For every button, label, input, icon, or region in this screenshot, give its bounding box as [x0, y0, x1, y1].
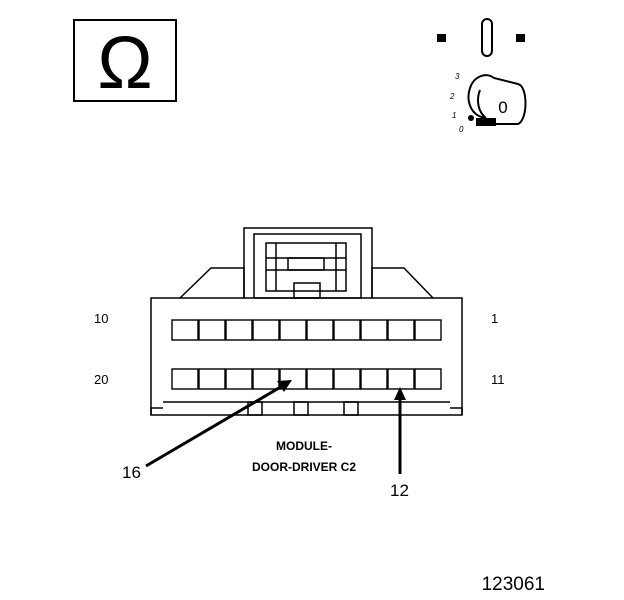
ohm-icon: Ω [97, 21, 152, 104]
connector-body [150, 227, 463, 416]
cavity-bottom-3 [225, 368, 253, 390]
cavity-bottom-6 [306, 368, 334, 390]
cavity-row-top [171, 319, 442, 341]
callout-label-12: 12 [390, 481, 409, 500]
cavity-top-8 [360, 319, 388, 341]
connector-title-line2: DOOR-DRIVER C2 [252, 460, 356, 474]
cavity-bottom-7 [333, 368, 361, 390]
ignition-position-2: 2 [449, 92, 455, 101]
cavity-bottom-9 [387, 368, 415, 390]
ignition-position-0: 0 [459, 125, 464, 134]
cavity-bottom-5 [279, 368, 307, 390]
pin-label-11: 11 [491, 372, 505, 387]
cavity-row-bottom [171, 368, 442, 390]
cavity-top-5 [279, 319, 307, 341]
cavity-bottom-4 [252, 368, 280, 390]
callout-arrow-16 [145, 380, 292, 468]
figure-id: 123061 [482, 574, 545, 595]
ohmmeter-symbol: Ω [73, 19, 177, 104]
key-position-label: 0 [498, 98, 507, 117]
cavity-top-10 [414, 319, 442, 341]
cavity-bottom-8 [360, 368, 388, 390]
cavity-top-6 [306, 319, 334, 341]
cavity-top-2 [198, 319, 226, 341]
callout-label-16: 16 [122, 463, 141, 482]
pin-label-20: 20 [94, 372, 108, 387]
pin-label-1: 1 [491, 311, 498, 326]
connector-title-line1: MODULE- [276, 439, 332, 453]
ignition-position-1: 1 [452, 111, 456, 120]
cavity-bottom-2 [198, 368, 226, 390]
cavity-bottom-10 [414, 368, 442, 390]
cavity-top-7 [333, 319, 361, 341]
cavity-top-3 [225, 319, 253, 341]
ignition-position-3: 3 [455, 72, 460, 81]
pin-label-10: 10 [94, 311, 108, 326]
ignition-key-symbol: 0 3 2 1 0 [437, 18, 527, 134]
callout-arrow-12 [394, 387, 406, 474]
cavity-bottom-1 [171, 368, 199, 390]
cavity-top-4 [252, 319, 280, 341]
cavity-top-9 [387, 319, 415, 341]
cavity-top-1 [171, 319, 199, 341]
